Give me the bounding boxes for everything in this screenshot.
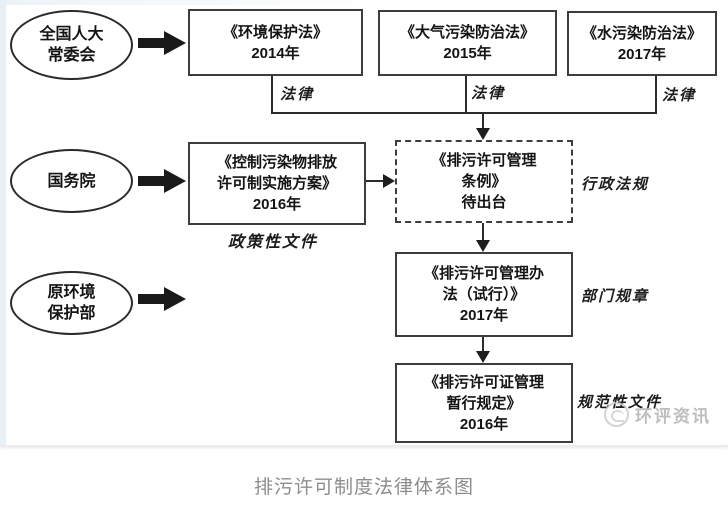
org-label: 全国人大 — [39, 26, 104, 43]
org-label: 常委会 — [47, 47, 96, 64]
page-edge-left — [0, 0, 6, 446]
box-environmental-protection-law: 《环境保护法》 2014年 — [188, 9, 363, 76]
box-title: 法（试行）》 — [442, 286, 526, 303]
connector-line — [482, 337, 484, 352]
box-year: 2015年 — [443, 45, 492, 62]
connector-line — [366, 180, 385, 182]
box-year: 2017年 — [617, 45, 667, 63]
box-title: 《水污染防治法》 — [581, 24, 702, 42]
box-title: 许可制实施方案》 — [216, 175, 337, 192]
connector-line — [482, 223, 484, 241]
arrowhead-down-icon — [476, 240, 490, 252]
arrowhead-down-icon — [476, 128, 490, 140]
box-management-measures-trial: 《排污许可管理办 法（试行）》 2017年 — [395, 252, 573, 337]
box-title: 《环境保护法》 — [222, 23, 328, 41]
connector-line — [271, 112, 657, 114]
arrowhead-right-icon — [383, 174, 395, 188]
watermark-text: 环评资讯 — [635, 407, 711, 426]
label-policy-document: 政策性文件 — [228, 234, 319, 251]
label-departmental-rule: 部门规章 — [581, 288, 650, 305]
watermark-logo-icon — [604, 402, 629, 427]
label-law-2: 法律 — [471, 85, 506, 102]
org-npc-standing-committee: 全国人大 常委会 — [10, 10, 133, 80]
page-edge-top — [0, 0, 728, 5]
watermark: 环评资讯 — [604, 402, 711, 427]
box-title: 《大气污染防治法》 — [399, 24, 535, 41]
org-label: 国务院 — [47, 172, 96, 190]
box-title: 《排污许可管理 — [431, 152, 537, 169]
org-label: 原环境 — [47, 284, 96, 301]
block-arrow-icon — [138, 169, 186, 193]
box-status: 待出台 — [461, 194, 507, 211]
org-former-mep: 原环境 保护部 — [10, 271, 133, 335]
box-year: 2016年 — [252, 196, 302, 213]
block-arrow-icon — [138, 287, 186, 311]
box-title: 《排污许可管理办 — [423, 265, 544, 282]
block-arrow-icon — [138, 31, 186, 55]
label-administrative-regulation: 行政法规 — [581, 176, 650, 193]
box-title: 暂行规定》 — [446, 394, 522, 412]
box-title: 《排污许可证管理 — [423, 373, 544, 391]
connector-line — [655, 76, 657, 114]
arrowhead-down-icon — [476, 351, 490, 363]
box-regulation-pending: 《排污许可管理 条例》 待出台 — [395, 140, 573, 223]
box-year: 2017年 — [459, 307, 509, 324]
box-year: 2014年 — [251, 44, 300, 62]
figure-caption: 排污许可制度法律体系图 — [253, 477, 474, 498]
box-interim-provisions: 《排污许可证管理 暂行规定》 2016年 — [395, 363, 573, 443]
org-state-council: 国务院 — [10, 149, 133, 213]
box-air-pollution-prevention-law: 《大气污染防治法》 2015年 — [378, 10, 557, 76]
box-title: 《控制污染物排放 — [216, 154, 337, 171]
box-year: 2016年 — [459, 415, 509, 433]
box-title: 条例》 — [461, 173, 507, 190]
label-law-1: 法律 — [280, 86, 315, 103]
label-law-3: 法律 — [662, 87, 697, 104]
box-water-pollution-prevention-law: 《水污染防治法》 2017年 — [567, 11, 717, 76]
connector-line — [465, 76, 467, 114]
connector-line — [271, 76, 273, 114]
connector-line — [482, 114, 484, 130]
org-label: 保护部 — [47, 305, 96, 322]
box-implementation-plan: 《控制污染物排放 许可制实施方案》 2016年 — [188, 142, 366, 225]
image-bottom-divider — [0, 445, 728, 447]
